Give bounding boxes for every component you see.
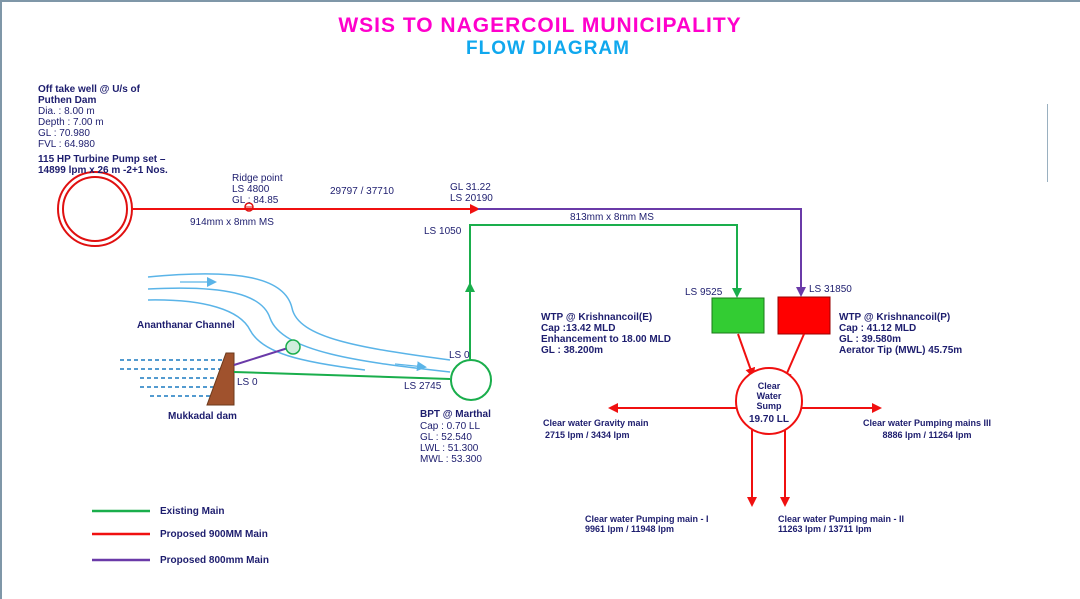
legend-existing-label: Existing Main (160, 506, 225, 517)
offtake-line: Puthen Dam (38, 95, 97, 106)
wtp-e-line: Enhancement to 18.00 MLD (541, 334, 672, 345)
bpt-line: MWL : 53.300 (420, 454, 482, 465)
offtake-line: Depth : 7.00 m (38, 117, 104, 128)
pm3-line: 8886 lpm / 11264 lpm (882, 430, 972, 440)
wtp-e-line: WTP @ Krishnancoil(E) (541, 312, 653, 323)
flow-rate-label: 29797 / 37710 (330, 186, 394, 197)
wtp-p-to-sump-line (782, 333, 805, 382)
pipe-813-label: 813mm x 8mm MS (570, 212, 654, 223)
wtp-e-label: WTP @ Krishnancoil(E) Cap :13.42 MLD Enh… (541, 312, 671, 356)
main-800-line (478, 208, 806, 297)
clear-water-sump-circle (735, 367, 803, 435)
wtp-p-line: GL : 39.580m (839, 334, 902, 345)
ridge-line: LS 4800 (232, 184, 270, 195)
bpt-marthal-circle (450, 359, 492, 401)
ls-9525-label: LS 9525 (685, 287, 723, 298)
gravity-line: Clear water Gravity main (543, 418, 649, 428)
pm2-line: 11263 lpm / 13711 lpm (778, 524, 872, 534)
bpt-line: Cap : 0.70 LL (420, 421, 481, 432)
wtp-p-line: Cap : 41.12 MLD (839, 323, 917, 334)
offtake-line: Dia. : 8.00 m (38, 106, 95, 117)
pumping-main-1-label: Clear water Pumping main - I 9961 lpm / … (585, 514, 709, 534)
bpt-line: GL : 52.540 (420, 432, 472, 443)
ls-31850-label: LS 31850 (809, 284, 852, 295)
offtake-line: GL : 70.980 (38, 128, 90, 139)
ls-1050-label: LS 1050 (424, 226, 462, 237)
sump-line: Sump (756, 401, 782, 411)
wtp-e-line: Cap :13.42 MLD (541, 323, 616, 334)
offtake-title: Off take well @ U/s of Puthen Dam (38, 84, 140, 106)
diagram-subtitle: FLOW DIAGRAM (466, 38, 630, 59)
pump-set-label: 115 HP Turbine Pump set – 14899 lpm x 26… (38, 154, 168, 176)
wtp-e-to-sump-line (737, 333, 756, 378)
ridge-line: GL : 84.85 (232, 195, 279, 206)
pm2-line: Clear water Pumping main - II (778, 514, 905, 524)
channel-intake-valve (285, 339, 301, 355)
ls-0-dam-label: LS 0 (237, 377, 258, 388)
wtp-p-label: WTP @ Krishnancoil(P) Cap : 41.12 MLD GL… (839, 312, 962, 356)
wtp-krishnancoil-p-box (777, 296, 831, 335)
ls-0-bpt-label: LS 0 (449, 350, 470, 361)
offtake-well-circle (57, 171, 133, 247)
bpt-title: BPT @ Marthal (420, 409, 491, 420)
offtake-line: FVL : 64.980 (38, 139, 95, 150)
channel-label: Ananthanar Channel (137, 320, 235, 331)
gravity-main-label: Clear water Gravity main 2715 lpm / 3434… (543, 417, 649, 441)
ananthanar-channel (147, 273, 451, 373)
gl-line: GL 31.22 (450, 182, 491, 193)
sump-line: Clear (757, 381, 781, 391)
dam-label: Mukkadal dam (168, 411, 237, 422)
wtp-p-line: WTP @ Krishnancoil(P) (839, 312, 951, 323)
sump-line: Water (756, 391, 782, 401)
pm1-line: Clear water Pumping main - I (585, 514, 709, 524)
bpt-specs: Cap : 0.70 LL GL : 52.540 LWL : 51.300 M… (420, 421, 482, 465)
pm1-line: 9961 lpm / 11948 lpm (585, 524, 675, 534)
ls-line: LS 20190 (450, 193, 493, 204)
existing-main-dam-to-bpt (233, 371, 451, 380)
diagram-title: WSIS TO NAGERCOIL MUNICIPALITY (338, 14, 742, 37)
ridge-point-marker (244, 202, 254, 212)
pumping-main-3-label: Clear water Pumping mains III 8886 lpm /… (863, 417, 991, 441)
gl-ls-label: GL 31.22 LS 20190 (450, 182, 493, 204)
pumping-main-2-label: Clear water Pumping main - II 11263 lpm … (778, 514, 904, 534)
legend-900-label: Proposed 900MM Main (160, 529, 268, 540)
gravity-line: 2715 lpm / 3434 lpm (545, 430, 630, 440)
channel-flow-arrow-2 (394, 361, 427, 372)
bpt-line: LWL : 51.300 (420, 443, 479, 454)
channel-intake-link (233, 347, 289, 366)
pump-line: 14899 lpm x 26 m -2+1 Nos. (38, 165, 168, 176)
divider-line (1047, 104, 1048, 182)
legend-800-label: Proposed 800mm Main (160, 555, 269, 566)
mukkadal-dam-shape (206, 352, 235, 406)
pump-line: 115 HP Turbine Pump set – (38, 154, 166, 165)
sump-label: Clear Water Sump (739, 381, 799, 411)
wtp-krishnancoil-e-box (711, 297, 765, 334)
dam-water-lines (120, 359, 222, 397)
ridge-point-label: Ridge point LS 4800 GL : 84.85 (232, 173, 283, 206)
offtake-specs: Dia. : 8.00 m Depth : 7.00 m GL : 70.980… (38, 106, 104, 150)
ridge-line: Ridge point (232, 173, 283, 184)
wtp-p-line: Aerator Tip (MWL) 45.75m (839, 345, 963, 356)
pm3-line: Clear water Pumping mains III (863, 418, 992, 428)
pipe-914-label: 914mm x 8mm MS (190, 217, 274, 228)
wtp-e-line: GL : 38.200m (541, 345, 604, 356)
ls-2745-label: LS 2745 (404, 381, 442, 392)
offtake-line: Off take well @ U/s of (38, 84, 140, 95)
sump-capacity: 19.70 LL (748, 414, 790, 425)
